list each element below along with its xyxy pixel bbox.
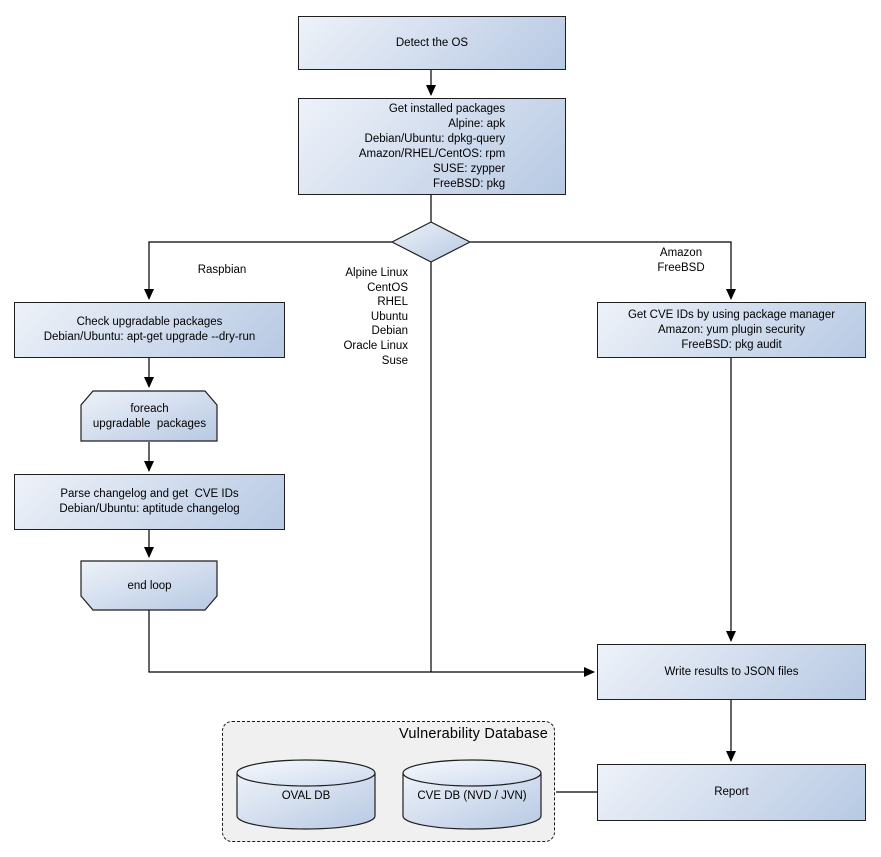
- node-detect-os: Detect the OS: [298, 16, 566, 70]
- node-foreach-loop-shape: [80, 390, 218, 442]
- node-label-line: Parse changelog and get CVE IDs: [60, 488, 239, 500]
- node-label-line: Check upgradable packages: [76, 316, 223, 328]
- branch-label-freebsd: FreeBSD: [657, 261, 705, 274]
- oval-db-cylinder-icon: [236, 759, 376, 830]
- node-get-cve-ids: Get CVE IDs by using package manager Ama…: [597, 302, 866, 358]
- edge-endloop-to-write-results: [148, 610, 595, 677]
- branch-label-amazon: Amazon: [659, 247, 703, 259]
- node-label: Report: [714, 786, 749, 798]
- node-get-installed-packages: Get installed packages Alpine: apk Debia…: [298, 98, 566, 195]
- node-parse-changelog: Parse changelog and get CVE IDs Debian/U…: [14, 474, 285, 530]
- node-label-line: FreeBSD: pkg: [432, 177, 506, 190]
- node-label-line: Amazon: yum plugin security: [657, 323, 805, 336]
- os-list-item: CentOS: [367, 281, 408, 294]
- node-label-line: Debian/Ubuntu: dpkg-query: [364, 132, 506, 145]
- edge-decision-to-get-cve: [470, 241, 736, 300]
- os-list-item: RHEL: [377, 296, 408, 309]
- node-label-line: Amazon/RHEL/CentOS: rpm: [358, 147, 506, 160]
- os-list-item: Alpine Linux: [345, 267, 408, 279]
- node-label-line: SUSE: zypper: [432, 162, 506, 175]
- node-write-results: Write results to JSON files: [597, 644, 866, 700]
- node-end-loop-shape: [80, 560, 218, 611]
- node-report: Report: [597, 764, 866, 821]
- node-label: Write results to JSON files: [664, 665, 799, 678]
- os-list-item: Suse: [381, 354, 408, 367]
- node-label-line: Alpine: apk: [448, 117, 506, 130]
- os-list-item: Ubuntu: [370, 310, 408, 323]
- branch-label-amazon-freebsd: Amazon FreeBSD: [639, 246, 723, 275]
- edge-decision-to-check-upgradable: [144, 241, 392, 300]
- node-label-line: Get CVE IDs by using package manager: [627, 308, 836, 321]
- os-list-item: Debian: [371, 325, 408, 338]
- node-label: Detect the OS: [395, 36, 469, 49]
- node-label-line: FreeBSD: pkg audit: [681, 338, 782, 351]
- branch-label-os-list: Alpine Linux CentOS RHEL Ubuntu Debian O…: [250, 266, 408, 368]
- node-label-line: Debian/Ubuntu: apt-get upgrade --dry-run: [43, 331, 256, 343]
- branch-label-raspbian: Raspbian: [197, 264, 247, 276]
- os-list-item: Oracle Linux: [343, 339, 408, 352]
- node-label-line: Get installed packages: [388, 102, 506, 115]
- node-label-line: Debian/Ubuntu: aptitude changelog: [59, 503, 240, 515]
- cve-db-cylinder-icon: [402, 759, 542, 830]
- node-check-upgradable: Check upgradable packages Debian/Ubuntu:…: [14, 302, 285, 358]
- node-os-decision-diamond: [391, 221, 471, 263]
- vulnerability-database-title: Vulnerability Database: [399, 726, 548, 742]
